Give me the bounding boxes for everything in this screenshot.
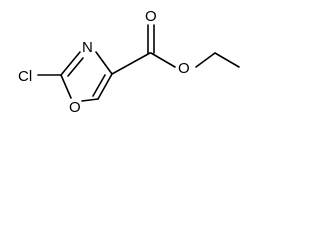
bond-carbonyl-ester-o [150,52,176,68]
bond-c4-c5-double [92,74,106,97]
bond-c4-carbonyl-carbon [111,52,151,75]
bond-c4-c5 [97,73,113,100]
bond-n3-c4 [95,51,113,75]
ring-nitrogen-label: N [82,39,93,56]
ring-oxygen-label: O [69,99,81,116]
bond-ch2-ch3 [214,52,240,68]
bond-c5-o1 [81,98,99,102]
bond-ester-o-ch2 [195,52,216,68]
chlorine-atom-label: Cl [18,68,32,85]
bond-c2-n3 [60,51,81,76]
ester-oxygen-label: O [178,60,190,77]
carbonyl-oxygen-label: O [145,8,157,25]
bond-c2-n3-double [67,57,84,77]
bond-o1-c2 [60,74,72,99]
chemical-structure-diagram: Cl N O O O [18,8,240,116]
